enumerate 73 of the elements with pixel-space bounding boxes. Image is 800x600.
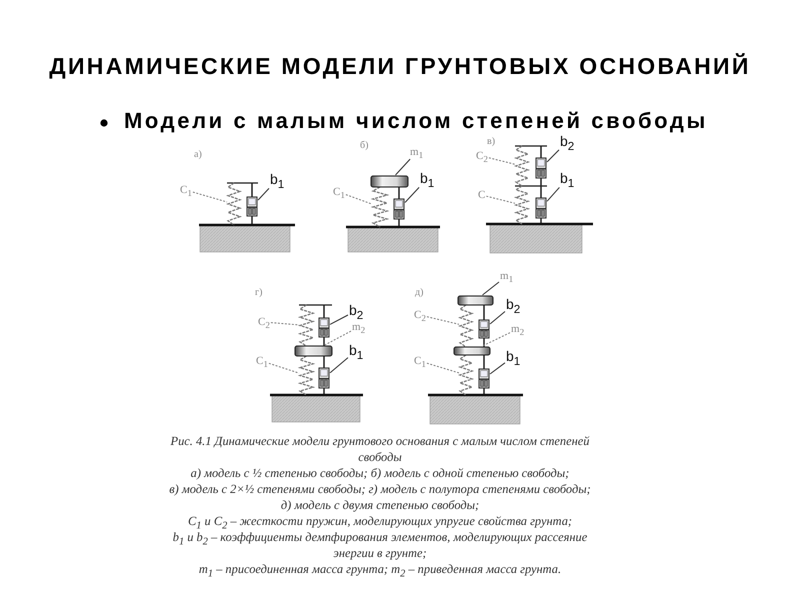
leader-line	[192, 192, 228, 202]
mass-label: m$_{2}$	[352, 321, 366, 334]
damper-symbol	[536, 198, 546, 218]
mass-block	[458, 296, 494, 306]
damping-label: b$_{2}$	[349, 303, 364, 318]
model-letter: а)	[194, 149, 202, 160]
spring-symbol	[514, 185, 530, 225]
mass-label: m$_{1}$	[500, 270, 514, 282]
spring-symbol	[298, 304, 316, 347]
mass-label: m$_{2}$	[511, 323, 524, 336]
leader-line	[488, 157, 516, 165]
spring-symbol	[370, 186, 390, 228]
spring-symbol	[226, 182, 242, 226]
leader-line	[324, 330, 352, 346]
leader-line	[490, 311, 506, 324]
leader-line	[546, 149, 560, 162]
leader-line	[404, 186, 420, 203]
caption-line: д) модель с двумя степенью свободы;	[280, 497, 480, 513]
leader-line	[330, 314, 348, 325]
caption-line: в) модель с 2×½ степенями свободы; г) модель с полутора степенями свободы;	[169, 481, 591, 497]
bullet-text: Модели с малым числом степеней свободы	[124, 109, 708, 134]
stiffness-label: C	[478, 189, 486, 202]
model-letter: г)	[255, 287, 262, 298]
leader-line	[482, 332, 510, 346]
leader-line	[482, 282, 500, 296]
caption-line: а) модель с ½ степенью свободы; б) модель с одной степенью свободы;	[190, 465, 570, 481]
leader-line	[345, 194, 372, 205]
stiffness-label: C$_{2}$	[414, 309, 426, 322]
mass-block	[370, 176, 408, 188]
leader-line	[258, 188, 270, 201]
model-letter: б)	[360, 140, 368, 151]
leader-line	[270, 322, 300, 326]
damper-symbol	[394, 198, 404, 220]
damping-label: b$_{1}$	[560, 171, 574, 186]
spring-symbol	[458, 304, 474, 348]
damping-label: b$_{1}$	[506, 349, 520, 364]
stiffness-label: C$_{1}$	[414, 355, 426, 368]
caption-line: b$_{1}$ и b$_{2}$ – коэффициенты демпфирования элементов, моделирующих рассеяние энергии в грунте;	[172, 529, 588, 561]
leader-line	[486, 196, 516, 204]
mass-label: m$_{1}$	[410, 146, 424, 158]
damping-label: b$_{1}$	[270, 172, 284, 188]
stiffness-label: C$_{2}$	[258, 316, 270, 328]
stiffness-label: C$_{1}$	[180, 184, 192, 196]
caption-line: m$_{1}$ – присоединенная масса грунта; m$_{2}$ – приведенная масса грунта.	[198, 561, 562, 577]
leader-line	[426, 362, 460, 374]
damper-symbol	[478, 320, 490, 338]
damper-symbol	[318, 318, 330, 338]
caption-line: C$_{1}$ и C$_{2}$ – жесткости пружин, моделирующих упругие свойства грунта;	[188, 513, 572, 529]
leader-line	[546, 186, 560, 202]
damping-label: b$_{1}$	[349, 343, 364, 358]
leader-line	[395, 158, 411, 176]
leader-line	[490, 362, 506, 374]
spring-symbol	[298, 355, 316, 396]
leader-line	[330, 357, 348, 374]
slide-title: ДИНАМИЧЕСКИЕ МОДЕЛИ ГРУНТОВЫХ ОСНОВАНИЙ	[49, 54, 751, 80]
damper-symbol	[318, 368, 330, 388]
damper-symbol	[536, 158, 546, 178]
model-letter: д)	[415, 287, 424, 298]
damping-label: b$_{2}$	[506, 297, 520, 312]
damping-label: b$_{2}$	[560, 134, 574, 150]
stiffness-label: C$_{1}$	[256, 355, 268, 368]
spring-symbol	[458, 354, 474, 396]
mass-block	[454, 346, 490, 356]
damping-label: b$_{1}$	[420, 171, 434, 186]
model-letter: в)	[487, 136, 496, 147]
stiffness-label: C$_{2}$	[476, 150, 488, 162]
leader-line	[268, 362, 300, 374]
damper-symbol	[478, 368, 490, 388]
stiffness-label: C$_{1}$	[333, 186, 345, 198]
damper-symbol	[246, 196, 258, 216]
leader-line	[426, 316, 460, 325]
mass-block	[294, 346, 332, 356]
spring-symbol	[514, 145, 530, 187]
